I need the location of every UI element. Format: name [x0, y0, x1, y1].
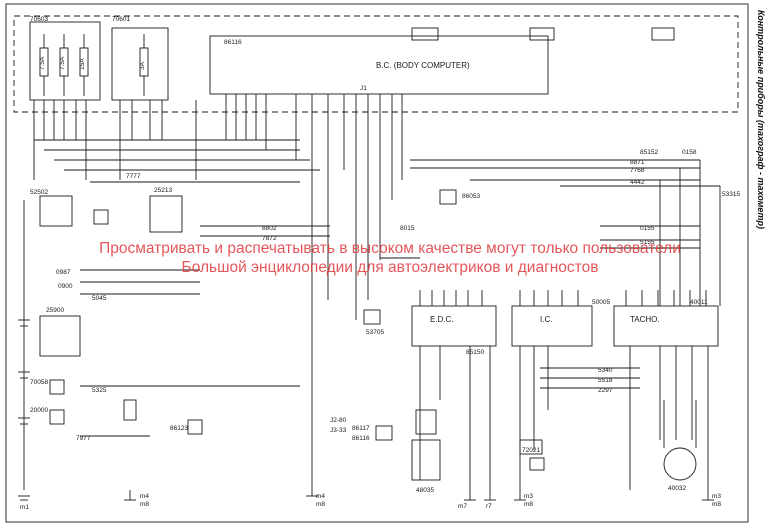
label-53315: 53315: [722, 191, 740, 198]
unit-86053: [439, 189, 457, 205]
label-86123: 86123: [170, 425, 188, 432]
label-fuse-1: 7.5A: [39, 56, 46, 70]
label-fuse-block-small: 70603: [30, 16, 48, 23]
tacho-module: [613, 305, 719, 347]
ground-m4: m4: [140, 493, 149, 500]
label-86116b: 86116: [352, 435, 370, 442]
motor-40032: [663, 447, 697, 481]
warning-lamp: [93, 209, 109, 225]
wire-5340: 5340: [598, 367, 613, 374]
sensor-s702: [123, 399, 137, 421]
label-ic-code: 50005: [592, 299, 610, 306]
ground-m8c: m8: [524, 501, 533, 508]
label-86053: 86053: [462, 193, 480, 200]
ground-m8: m8: [140, 501, 149, 508]
label-tacho-code: 40011: [690, 299, 708, 306]
ground-m3b: m3: [712, 493, 721, 500]
unit-72021: [519, 439, 543, 455]
wire-7777: 7777: [126, 173, 141, 180]
label-25213: 25213: [154, 187, 172, 194]
label-fuse-3: 15A: [79, 58, 86, 70]
fuse-block-left: [29, 21, 101, 101]
connector-j1: J1: [360, 85, 367, 92]
label-52502: 52502: [30, 189, 48, 196]
wire-8871: 8871: [630, 159, 645, 166]
wire-7977: 7977: [76, 435, 91, 442]
label-fuse-2: 7.5A: [59, 56, 66, 70]
relay-52502: [39, 195, 73, 227]
ground-m3: m3: [524, 493, 533, 500]
label-fuse-4: 3A: [139, 61, 146, 70]
label-edc-code: 85150: [466, 349, 484, 356]
sensor-86117: [375, 425, 393, 441]
ground-m8d: m8: [712, 501, 721, 508]
wire-8015: 8015: [400, 225, 415, 232]
watermark-line-1: Просматривать и распечатывать в высоком …: [99, 240, 681, 257]
wire-5045: 5045: [92, 295, 107, 302]
label-53705: 53705: [366, 329, 384, 336]
label-fuse-block-right: 70601: [112, 16, 130, 23]
wire-2297: 2297: [598, 387, 613, 394]
label-72021: 72021: [522, 447, 540, 454]
frame: [5, 3, 749, 523]
ground-m4b: m4: [316, 493, 325, 500]
wire-7768: 7768: [630, 167, 645, 174]
fuse-block-right: [111, 27, 169, 101]
label-25900: 25900: [46, 307, 64, 314]
wire-5518: 5518: [598, 377, 613, 384]
sensor-48035-head: [415, 409, 437, 435]
ground-r7: r7: [486, 503, 492, 510]
label-edc: E.D.C.: [430, 315, 454, 324]
label-86117: 86117: [352, 425, 370, 432]
wire-0987: 0987: [56, 269, 71, 276]
bc-symbol-3: [651, 27, 675, 41]
label-85152: 85152: [640, 149, 658, 156]
label-tacho: TACHO.: [630, 315, 660, 324]
label-20000: 20000: [30, 407, 48, 414]
label-ic: I.C.: [540, 315, 552, 324]
wire-8802: 8802: [262, 225, 277, 232]
wire-0158: 0158: [682, 149, 697, 156]
fuse-4: [139, 47, 149, 77]
watermark-line-2: Большой энциклопедии для автоэлектриков …: [181, 259, 599, 276]
ic-module: [511, 305, 593, 347]
wire-5325: 5325: [92, 387, 107, 394]
wire-7872: 7872: [262, 235, 277, 242]
label-40032: 40032: [668, 485, 686, 492]
body-computer-block: [209, 35, 549, 95]
label-body-computer: B.C. (BODY COMPUTER): [376, 61, 470, 70]
wire-0900: 0900: [58, 283, 73, 290]
bc-symbol-2: [529, 27, 555, 41]
unit-53705: [363, 309, 381, 325]
edc-module: [411, 305, 497, 347]
wire-5155: 5155: [640, 239, 655, 246]
connector-j280: J2-80: [330, 417, 347, 424]
sensor-48035-body: [411, 439, 441, 481]
lamp-86123: [187, 419, 203, 435]
unit-72021b: [529, 457, 545, 471]
label-bc-code: 86116: [224, 39, 242, 46]
ground-m8b: m8: [316, 501, 325, 508]
relay-25213: [149, 195, 183, 233]
label-70058: 70058: [30, 379, 48, 386]
wire-0155: 0155: [640, 225, 655, 232]
sensor-70058: [49, 379, 65, 395]
ground-m7: m7: [458, 503, 467, 510]
fuse-box-outline: [13, 15, 739, 113]
label-48035: 48035: [416, 487, 434, 494]
wire-4442: 4442: [630, 179, 645, 186]
bc-symbol-1: [411, 27, 439, 41]
connector-j333: J3-33: [330, 427, 347, 434]
ground-m1: m1: [20, 504, 29, 511]
sensor-20000: [49, 409, 65, 425]
switch-25900: [39, 315, 81, 357]
diagram-title: Контрольные приборы (тахограф - тахометр…: [756, 10, 766, 229]
